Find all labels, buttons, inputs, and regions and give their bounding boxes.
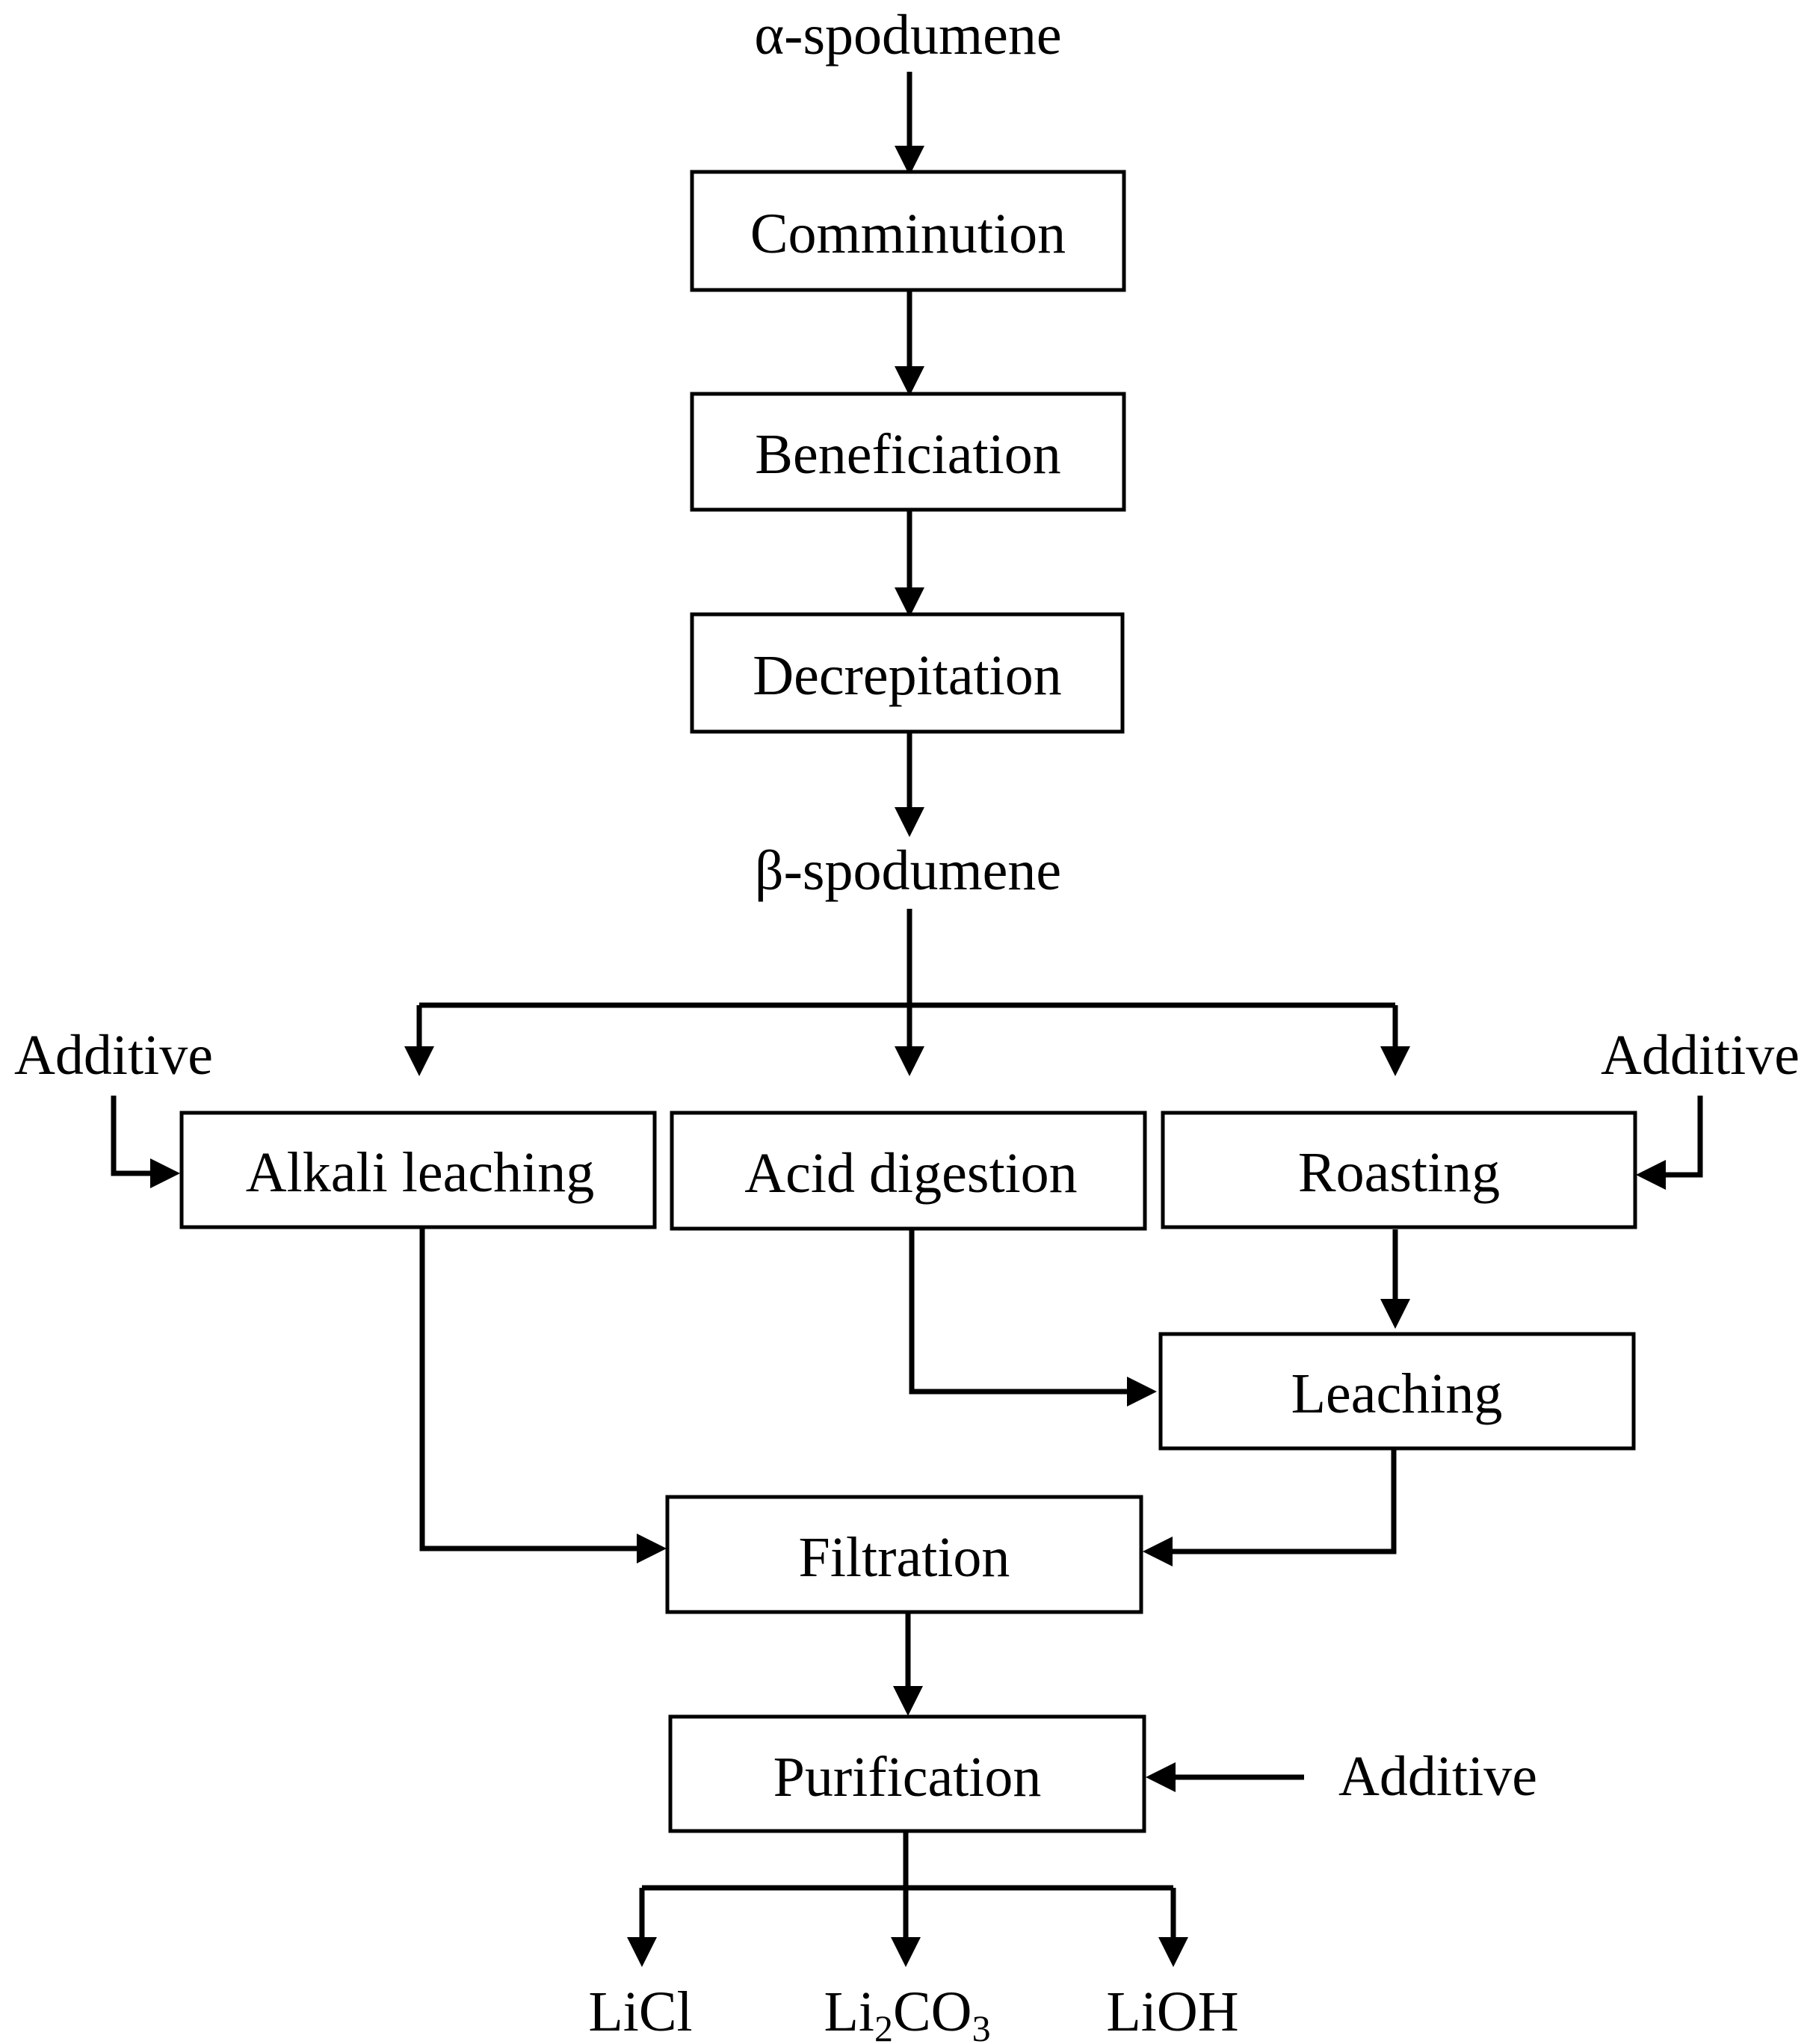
decrepitation-label: Decrepitation xyxy=(753,644,1062,707)
acid-digestion-box: Acid digestion xyxy=(670,1111,1147,1231)
additive-label-purification: Additive xyxy=(1338,1745,1537,1808)
connectors xyxy=(111,72,1703,1967)
arrow-alkali-to-filtration xyxy=(419,1228,667,1563)
purification-box: Purification xyxy=(668,1714,1146,1833)
arrow-additive-to-alkali xyxy=(111,1096,180,1188)
beneficiation-box: Beneficiation xyxy=(690,392,1126,512)
filtration-box: Filtration xyxy=(665,1495,1143,1614)
leaching-label: Leaching xyxy=(1291,1362,1503,1425)
purification-label: Purification xyxy=(773,1746,1042,1809)
li2co3-part-li: Li xyxy=(824,1980,874,2043)
alkali-leaching-label: Alkali leaching xyxy=(246,1141,594,1204)
product-li2co3-label: Li2CO3 xyxy=(824,1980,990,2044)
li2co3-part-co: CO xyxy=(893,1980,972,2043)
arrow-additive-to-roasting xyxy=(1636,1096,1703,1190)
alpha-spodumene-label: α-spodumene xyxy=(754,4,1061,67)
arrow-acid-to-leaching xyxy=(909,1229,1157,1407)
product-lioh-label: LiOH xyxy=(1106,1980,1238,2043)
beta-spodumene-label: β-spodumene xyxy=(755,839,1061,902)
li2co3-subscript-3: 3 xyxy=(972,2007,991,2044)
arrow-leaching-to-filtration xyxy=(1143,1450,1397,1566)
comminution-box: Comminution xyxy=(690,170,1126,292)
product-licl-label: LiCl xyxy=(588,1980,692,2043)
alkali-leaching-box: Alkali leaching xyxy=(179,1111,657,1229)
additive-label-left: Additive xyxy=(14,1024,213,1087)
acid-digestion-label: Acid digestion xyxy=(744,1142,1077,1205)
additive-label-right: Additive xyxy=(1601,1024,1800,1087)
filtration-label: Filtration xyxy=(799,1526,1010,1589)
process-boxes: Comminution Beneficiation Decrepitation … xyxy=(179,170,1637,1833)
beneficiation-label: Beneficiation xyxy=(755,423,1060,486)
decrepitation-box: Decrepitation xyxy=(690,612,1125,734)
comminution-label: Comminution xyxy=(750,203,1066,265)
leaching-box: Leaching xyxy=(1158,1332,1636,1451)
li2co3-subscript-2: 2 xyxy=(874,2007,893,2044)
roasting-box: Roasting xyxy=(1161,1111,1637,1229)
free-labels: α-spodumene β-spodumene Additive Additiv… xyxy=(14,4,1800,2044)
roasting-label: Roasting xyxy=(1298,1141,1500,1204)
